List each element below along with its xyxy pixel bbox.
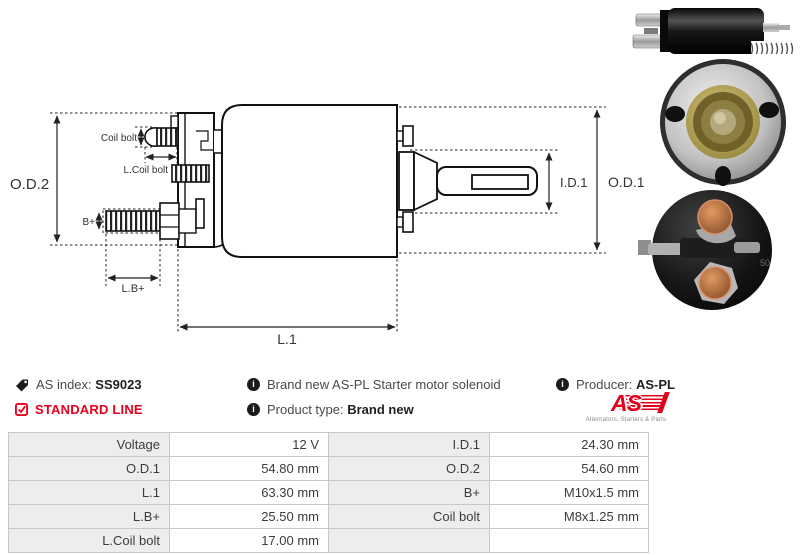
spec-value: 12 V [170, 433, 329, 457]
spec-label: O.D.2 [329, 457, 490, 481]
spec-value: 63.30 mm [170, 481, 329, 505]
dim-label-l1: L.1 [277, 331, 297, 347]
product-type-row: Product type: Brand new [247, 402, 414, 417]
description-row: Brand new AS-PL Starter motor solenoid [247, 377, 501, 392]
dim-label-l-coil-bolt: L.Coil bolt [124, 165, 169, 176]
spec-label: L.Coil bolt [9, 529, 170, 553]
as-pl-logo-mark: AS [584, 390, 670, 416]
spec-value-empty [490, 529, 649, 553]
producer-value: AS-PL [636, 377, 675, 392]
product-type: Product type: Brand new [267, 402, 414, 417]
svg-text:50: 50 [760, 258, 770, 268]
spec-label: O.D.1 [9, 457, 170, 481]
spec-value: 54.60 mm [490, 457, 649, 481]
spec-value: M8x1.25 mm [490, 505, 649, 529]
spec-value: 54.80 mm [170, 457, 329, 481]
spec-value: 17.00 mm [170, 529, 329, 553]
solenoid-front-view-photo [660, 59, 786, 186]
as-index-label: AS index: SS9023 [36, 377, 142, 392]
spec-label: I.D.1 [329, 433, 490, 457]
spec-value: 24.30 mm [490, 433, 649, 457]
spec-label: L.B+ [9, 505, 170, 529]
spec-value: 25.50 mm [170, 505, 329, 529]
standard-line-label: STANDARD LINE [35, 402, 143, 417]
producer: Producer: AS-PL [576, 377, 675, 392]
checkbox-check-icon [15, 403, 28, 416]
info-icon [247, 378, 260, 391]
info-icon [247, 403, 260, 416]
spec-label: L.1 [9, 481, 170, 505]
product-photos: 50 [632, 8, 795, 310]
dim-label-b-plus: B+ [82, 217, 95, 228]
spec-table: Voltage 12 V I.D.1 24.30 mm O.D.1 54.80 … [8, 432, 649, 553]
product-type-value: Brand new [347, 402, 414, 417]
solenoid-outline [105, 104, 538, 258]
solenoid-side-view-photo [632, 8, 795, 54]
spec-label-empty [329, 529, 490, 553]
as-pl-logo-text: AS [611, 390, 642, 416]
solenoid-back-view-photo: 50 [638, 190, 772, 310]
product-description: Brand new AS-PL Starter motor solenoid [267, 377, 501, 392]
info-icon [556, 378, 569, 391]
spec-label: Voltage [9, 433, 170, 457]
as-index-row: AS index: SS9023 [15, 377, 142, 392]
as-index-value: SS9023 [95, 377, 142, 392]
producer-row: Producer: AS-PL [556, 377, 675, 392]
dim-label-coil-bolt: Coil bolt [101, 133, 137, 144]
tag-icon [16, 379, 28, 391]
dim-label-l-b-plus: L.B+ [122, 283, 145, 295]
solenoid-dimension-diagram: O.D.2 Coil bolt L.Coil bolt B+ L.B+ L.1 … [10, 104, 645, 347]
as-pl-logo: AS Alternators, Starters & Parts [584, 390, 670, 423]
dim-label-od2: O.D.2 [10, 176, 49, 193]
standard-line-row: STANDARD LINE [15, 402, 143, 417]
dim-label-id1: I.D.1 [560, 175, 587, 190]
spec-label: Coil bolt [329, 505, 490, 529]
spec-label: B+ [329, 481, 490, 505]
dimension-arrows [53, 109, 601, 331]
dim-label-od1: O.D.1 [608, 174, 645, 190]
spec-value: M10x1.5 mm [490, 481, 649, 505]
as-pl-logo-subtext: Alternators, Starters & Parts [585, 417, 667, 423]
